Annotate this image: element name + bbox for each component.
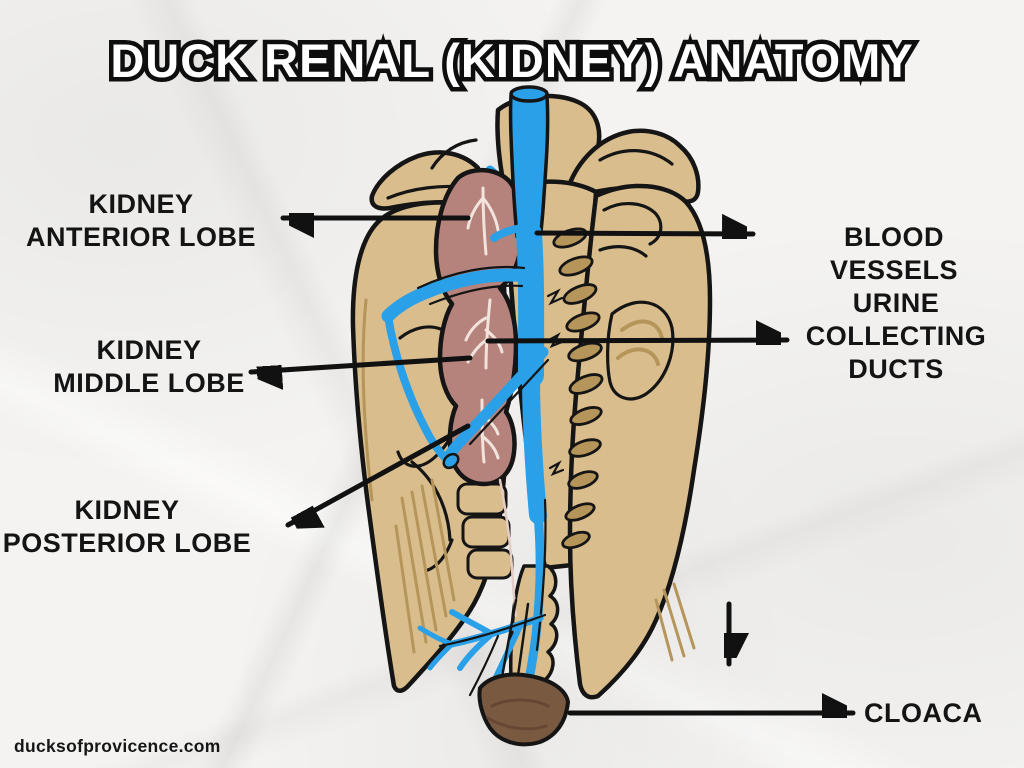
ureter-line: [498, 478, 518, 618]
arrow-blood-vessels: [534, 233, 756, 234]
vena-cava-vessel: [508, 93, 550, 239]
lumbar-vertebra-bone: [466, 548, 514, 580]
vessel-opening: [509, 85, 549, 103]
right-pelvic-plate-bone: [567, 183, 713, 700]
label-kidney-posterior-lobe: KIDNEY POSTERIOR LOBE: [2, 495, 252, 558]
label-kidney-anterior-lobe: KIDNEY ANTERIOR LOBE: [25, 189, 256, 252]
lumbar-vertebra-bone: [461, 515, 511, 549]
cloaca-shape: [477, 672, 570, 747]
lumbar-vertebra-bone: [456, 482, 508, 516]
arrow-kidney-middle-lobe: [248, 355, 473, 372]
blood-vessels: [381, 85, 550, 702]
label-blood-vessels: BLOOD VESSELS: [829, 222, 959, 285]
vertebral-process-ovals: [552, 227, 604, 550]
label-cloaca: CLOACA: [864, 698, 983, 728]
label-urine-collecting-ducts: URINE COLLECTING DUCTS: [805, 288, 987, 384]
arrow-urine-collecting-ducts: [485, 340, 790, 341]
label-kidney-middle-lobe: KIDNEY MIDDLE LOBE: [53, 335, 245, 398]
arrow-kidney-posterior-lobe: [285, 423, 471, 525]
page-title: DUCK RENAL (KIDNEY) ANATOMY: [106, 30, 917, 92]
watermark: ducksofprovicence.com: [14, 736, 221, 756]
label-arrows: [248, 218, 856, 713]
